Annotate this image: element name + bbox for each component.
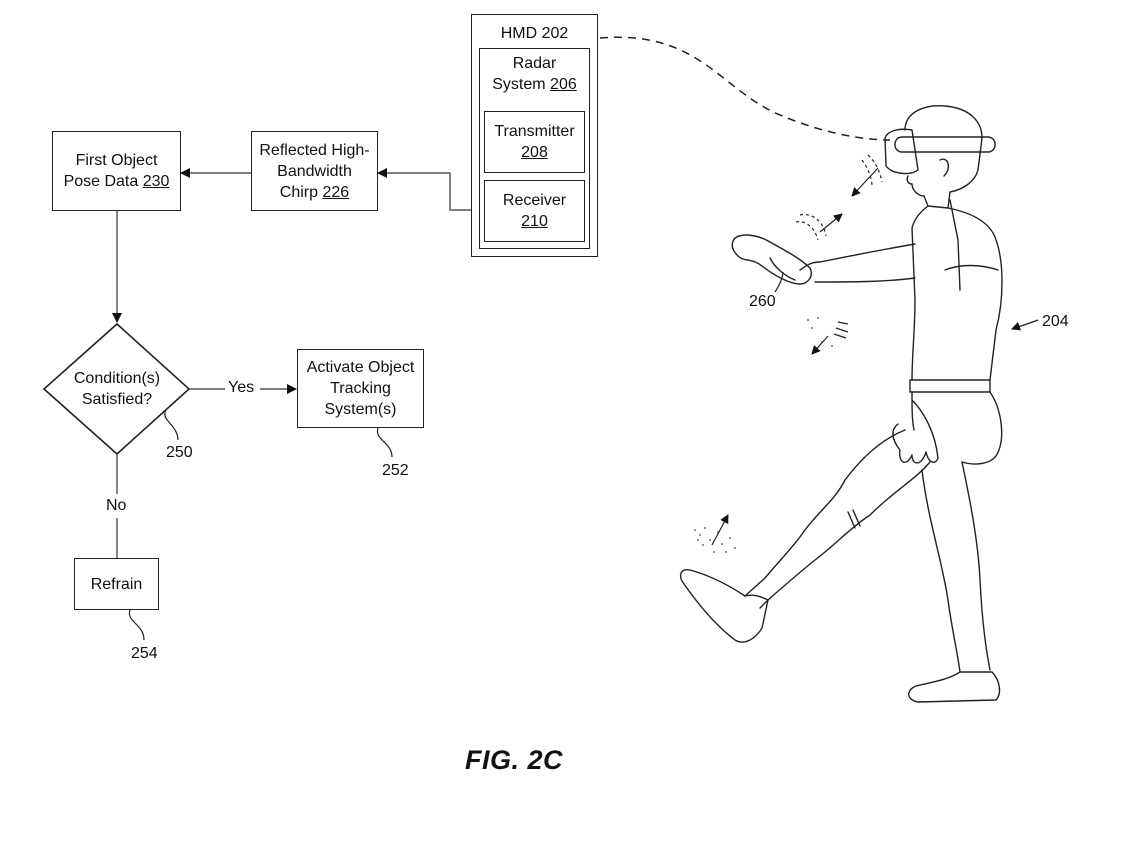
pose-line2: Pose Data 230: [63, 173, 170, 190]
transmitter-box: Transmitter 208: [484, 111, 585, 173]
leader-204: [1011, 319, 1039, 331]
reflected-chirp-box: Reflected High- Bandwidth Chirp 226: [251, 131, 378, 211]
decision-line2: Satisfied?: [81, 391, 153, 408]
hmd-label: HMD 202: [500, 25, 569, 42]
no-label: No: [106, 497, 127, 514]
chirp-ref: 226: [322, 183, 350, 201]
transmitter-label: Transmitter: [494, 123, 575, 140]
receiver-to-chirp-arrow: [377, 168, 484, 211]
user-ref: 204: [1042, 313, 1069, 330]
radar-waves: [711, 154, 883, 546]
receiver-ref: 210: [521, 213, 548, 230]
pose-ref: 230: [142, 173, 170, 190]
decision-text: Condition(s) Satisfied?: [55, 368, 179, 410]
hmd-visor: [884, 128, 919, 175]
leader-252: [376, 427, 393, 458]
leader-254: [128, 609, 145, 641]
leader-250: [164, 409, 179, 441]
controller-ref: 260: [749, 293, 776, 310]
refrain-label: Refrain: [90, 575, 143, 593]
user-figure: [679, 105, 1003, 703]
decision-line1: Condition(s): [73, 370, 161, 387]
activate-ref: 252: [382, 462, 409, 479]
yes-label: Yes: [228, 379, 255, 396]
decision-ref: 250: [166, 444, 193, 461]
chirp-line1: Reflected High-: [259, 141, 370, 159]
pose-line1: First Object: [75, 152, 158, 169]
controller-260: [731, 234, 812, 285]
activate-line3: System(s): [324, 401, 397, 418]
wireless-link-dashed: [599, 36, 891, 141]
radar-line2: System 206: [492, 76, 577, 93]
refrain-ref: 254: [131, 645, 158, 662]
radar-ref: 206: [550, 76, 577, 93]
refrain-box: Refrain: [74, 558, 159, 610]
activate-line1: Activate Object: [306, 359, 415, 376]
figure-title: FIG. 2C: [465, 745, 564, 775]
standing-shoe: [908, 671, 1001, 703]
activate-line2: Tracking: [330, 380, 391, 397]
activate-tracking-box: Activate Object Tracking System(s): [297, 349, 424, 428]
chirp-line2: Bandwidth: [277, 162, 352, 180]
transmitter-ref: 208: [521, 144, 548, 161]
receiver-label: Receiver: [502, 192, 567, 209]
receiver-box: Receiver 210: [484, 180, 585, 242]
raised-shoe: [679, 569, 769, 643]
hmd-strap: [894, 136, 996, 153]
chirp-line3: Chirp 226: [279, 183, 350, 201]
radar-line1: Radar: [512, 55, 557, 72]
radar-dots: [694, 317, 833, 553]
first-object-pose-box: First Object Pose Data 230: [52, 131, 181, 211]
